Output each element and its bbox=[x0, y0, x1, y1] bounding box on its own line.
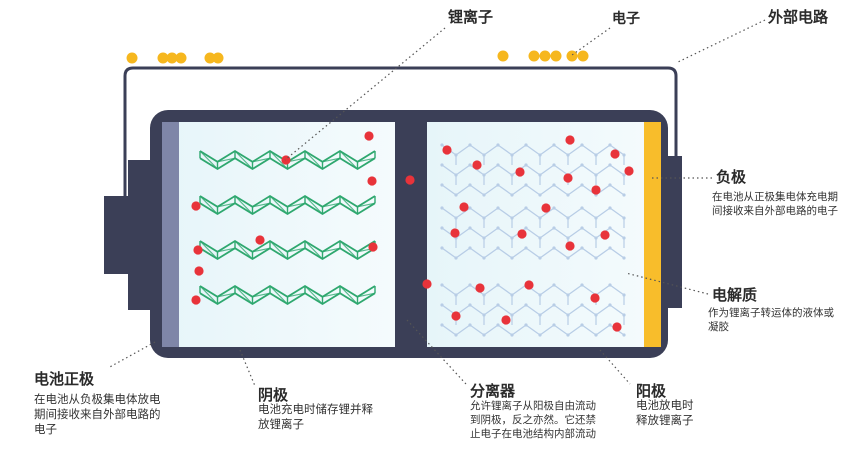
graphite-sheet bbox=[440, 206, 626, 260]
electron-dot bbox=[166, 52, 178, 64]
anode-graphite-lattice bbox=[440, 143, 626, 337]
negative-title: 负极 bbox=[716, 168, 747, 186]
electron-dot bbox=[157, 52, 169, 64]
electron-dot bbox=[550, 50, 562, 62]
electron-dot bbox=[539, 50, 551, 62]
lithium-ion-dot bbox=[367, 176, 377, 186]
right-current-collector bbox=[644, 122, 661, 347]
cathode-desc: 电池充电时储存锂并释放锂离子 bbox=[258, 402, 373, 431]
lithium-ion-dot bbox=[442, 145, 452, 155]
lithium-ion-dot bbox=[624, 166, 634, 176]
electron-dot bbox=[126, 52, 138, 64]
external-circuit-label: 外部电路 bbox=[768, 8, 829, 26]
leader-lines bbox=[107, 19, 766, 387]
lithium-ion-dot bbox=[515, 167, 525, 177]
cathode-layer bbox=[199, 284, 376, 306]
lithium-ion-dot bbox=[563, 173, 573, 183]
electron-label: 电子 bbox=[612, 11, 640, 27]
lithium-ion-dot bbox=[450, 228, 460, 238]
lithium-ion-dot bbox=[590, 293, 600, 303]
electron-dot bbox=[497, 50, 509, 62]
lithium-ion-label: 锂离子 bbox=[448, 8, 494, 26]
electrolyte-title: 电解质 bbox=[712, 286, 758, 304]
lithium-ion-dot bbox=[600, 230, 610, 240]
separator-desc: 允许锂离子从阳极自由流动到阴极，反之亦然。它还禁止电子在电池结构内部流动 bbox=[470, 400, 596, 440]
anode-cell bbox=[427, 122, 660, 347]
lithium-ion-dot bbox=[191, 295, 201, 305]
lithium-ion-dot bbox=[281, 155, 291, 165]
lithium-ion-dot bbox=[610, 149, 620, 159]
electron-dot bbox=[528, 50, 540, 62]
electron-dot bbox=[577, 50, 589, 62]
lithium-ion-dot bbox=[524, 280, 534, 290]
lithium-ion-dot bbox=[193, 245, 203, 255]
lithium-ion-dot bbox=[194, 266, 204, 276]
electrolyte-desc: 作为锂离子转运体的液体或凝胶 bbox=[708, 307, 834, 333]
lithium-ion-dot bbox=[255, 235, 265, 245]
lithium-ion-dot bbox=[459, 202, 469, 212]
electron-dot bbox=[204, 52, 216, 64]
positive-terminal bbox=[128, 160, 154, 310]
anode-desc: 电池放电时释放锂离子 bbox=[636, 398, 694, 427]
lithium-ion-dot bbox=[541, 203, 551, 213]
cathode-layer bbox=[199, 194, 376, 216]
separator-title: 分离器 bbox=[470, 382, 516, 400]
lithium-ion-dot bbox=[501, 315, 511, 325]
electrons bbox=[126, 50, 589, 64]
lithium-ion-dot bbox=[405, 175, 415, 185]
anode-title: 阳极 bbox=[636, 382, 667, 400]
lithium-ion-dot bbox=[612, 322, 622, 332]
lithium-ion-dot bbox=[191, 201, 201, 211]
electron-dot bbox=[212, 52, 224, 64]
positive-title: 电池正极 bbox=[34, 370, 95, 388]
left-current-collector bbox=[162, 122, 179, 347]
lithium-ion-dot bbox=[565, 135, 575, 145]
lithium-ion-dot bbox=[475, 283, 485, 293]
lithium-ion-dot bbox=[472, 160, 482, 170]
electron-dot bbox=[175, 52, 187, 64]
graphite-sheet bbox=[440, 143, 626, 197]
lithium-ion-dot bbox=[517, 229, 527, 239]
lithium-ion-dot bbox=[422, 279, 432, 289]
external-circuit-wire bbox=[123, 66, 678, 196]
cathode-title: 阴极 bbox=[258, 386, 289, 404]
lithium-ion-dot bbox=[591, 185, 601, 195]
negative-desc: 在电池从正极集电体充电期间接收来自外部电路的电子 bbox=[712, 191, 838, 217]
lithium-ion-dot bbox=[368, 242, 378, 252]
electron-dot bbox=[566, 50, 578, 62]
lithium-ion-dot bbox=[565, 241, 575, 251]
lithium-ions bbox=[191, 131, 634, 332]
lithium-ion-dot bbox=[451, 311, 461, 321]
positive-desc: 在电池从负极集电体放电期间接收来自外部电路的电子 bbox=[34, 392, 161, 436]
lithium-ion-dot bbox=[364, 131, 374, 141]
